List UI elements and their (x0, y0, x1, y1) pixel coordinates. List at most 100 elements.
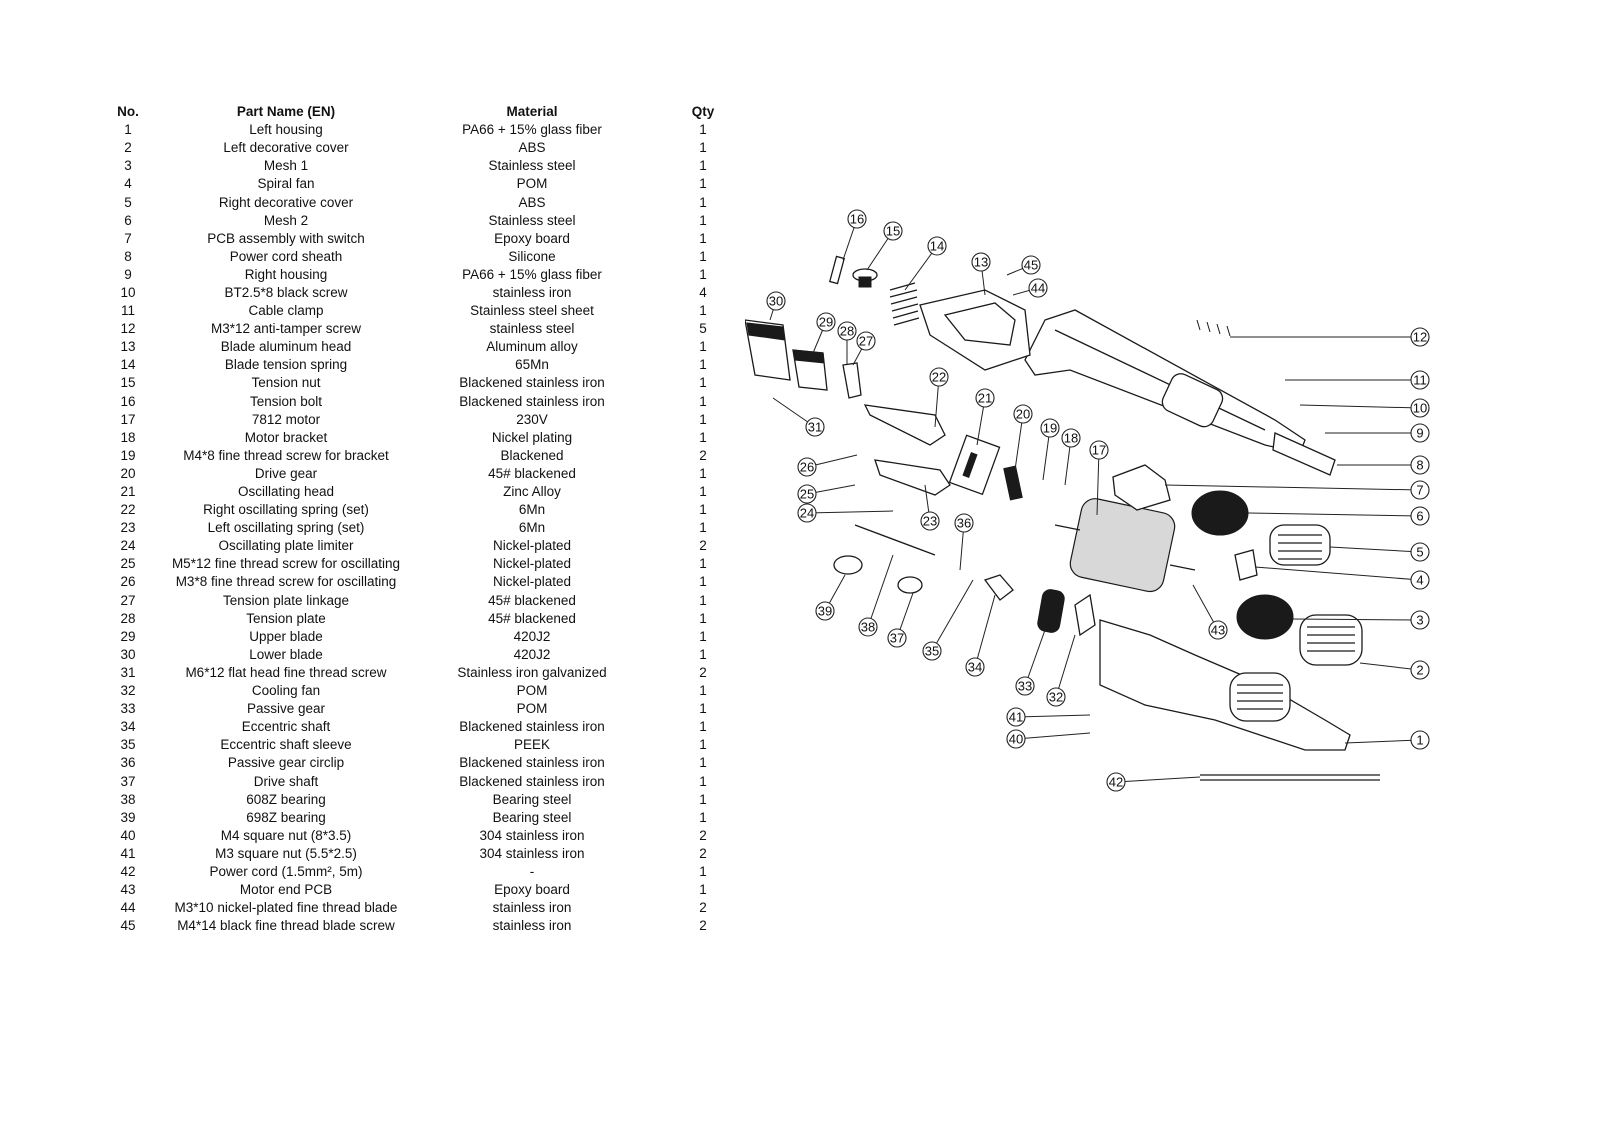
part-number: 32 (120, 683, 136, 699)
callout-2: 2 (1410, 660, 1430, 680)
callout-number: 8 (1416, 458, 1423, 473)
callout-42: 42 (1106, 772, 1126, 792)
callout-35: 35 (922, 641, 942, 661)
part-material: Stainless steel sheet (470, 303, 594, 319)
callout-23: 23 (920, 511, 940, 531)
part-number: 41 (120, 845, 136, 861)
callout-number: 7 (1416, 483, 1423, 498)
part-number: 6 (124, 212, 132, 228)
part-material: Aluminum alloy (486, 339, 578, 355)
part-name: Right housing (244, 266, 328, 282)
callout-33: 33 (1015, 676, 1035, 696)
part-qty: 2 (699, 900, 707, 916)
leader-line-4 (1254, 566, 1421, 581)
part-name: 608Z bearing (246, 791, 326, 807)
callout-circle (837, 321, 857, 341)
callout-number: 41 (1009, 710, 1023, 725)
part-name: Tension bolt (249, 393, 323, 409)
part-name: M3*10 nickel-plated fine thread blade (174, 900, 398, 916)
part-material: 6Mn (518, 520, 546, 536)
part-number: 15 (120, 375, 136, 391)
callout-number: 4 (1416, 573, 1423, 588)
callout-13: 13 (971, 252, 991, 272)
callout-19: 19 (1040, 418, 1060, 438)
part-name: M6*12 flat head fine thread screw (185, 664, 387, 680)
blade-head-drawing (919, 289, 1031, 371)
callout-number: 20 (1016, 407, 1030, 422)
part-number: 39 (120, 809, 136, 825)
part-name: Blade tension spring (224, 357, 348, 373)
callout-circle (797, 457, 817, 477)
part-material: 6Mn (518, 502, 546, 518)
part-qty: 1 (699, 520, 707, 536)
part-material: Zinc Alloy (503, 484, 561, 500)
part-qty: 1 (699, 230, 707, 246)
part-number: 33 (120, 701, 136, 717)
part-material: 304 stainless iron (479, 845, 585, 861)
part-qty: 2 (699, 918, 707, 934)
part-name: Power cord sheath (229, 248, 343, 264)
callout-number: 29 (819, 315, 833, 330)
part-material: Epoxy board (494, 230, 570, 246)
callout-circle (1013, 404, 1033, 424)
part-number: 42 (120, 863, 136, 879)
callout-39: 39 (815, 601, 835, 621)
callout-number: 34 (968, 660, 982, 675)
callout-20: 20 (1013, 404, 1033, 424)
anti-tamper-screws-drawing (1196, 319, 1231, 337)
part-qty: 1 (699, 683, 707, 699)
part-name: Drive gear (254, 465, 318, 481)
callout-number: 25 (800, 487, 814, 502)
part-material: PA66 + 15% glass fiber (462, 266, 602, 282)
spiral-fan-drawing (1234, 549, 1258, 581)
leader-line-6 (1247, 512, 1421, 517)
part-qty: 1 (699, 719, 707, 735)
part-number: 1 (124, 122, 132, 138)
part-name: Left decorative cover (223, 140, 349, 156)
part-qty: 2 (699, 447, 707, 463)
part-name: Oscillating head (237, 484, 335, 500)
callout-27: 27 (856, 331, 876, 351)
part-name: Passive gear (246, 701, 326, 717)
callout-30: 30 (766, 291, 786, 311)
part-number: 27 (120, 592, 136, 608)
part-qty: 1 (699, 176, 707, 192)
callout-number: 39 (818, 604, 832, 619)
part-number: 35 (120, 737, 136, 753)
part-material: ABS (518, 194, 546, 210)
part-number: 17 (120, 411, 136, 427)
part-number: 45 (120, 918, 136, 934)
callout-number: 40 (1009, 732, 1023, 747)
part-name: Drive shaft (253, 773, 319, 789)
part-number: 9 (124, 266, 132, 282)
part-name: PCB assembly with switch (207, 230, 365, 246)
part-material: POM (516, 701, 548, 717)
part-name: M5*12 fine thread screw for oscillating (171, 556, 401, 572)
callout-circle (1410, 423, 1430, 443)
part-qty: 1 (699, 592, 707, 608)
part-material: 420J2 (513, 646, 551, 662)
callout-number: 24 (800, 506, 814, 521)
callout-number: 42 (1109, 775, 1123, 790)
callout-5: 5 (1410, 542, 1430, 562)
part-qty: 2 (699, 664, 707, 680)
part-material: POM (516, 176, 548, 192)
callout-40: 40 (1006, 729, 1026, 749)
leader-line-38 (867, 554, 894, 628)
